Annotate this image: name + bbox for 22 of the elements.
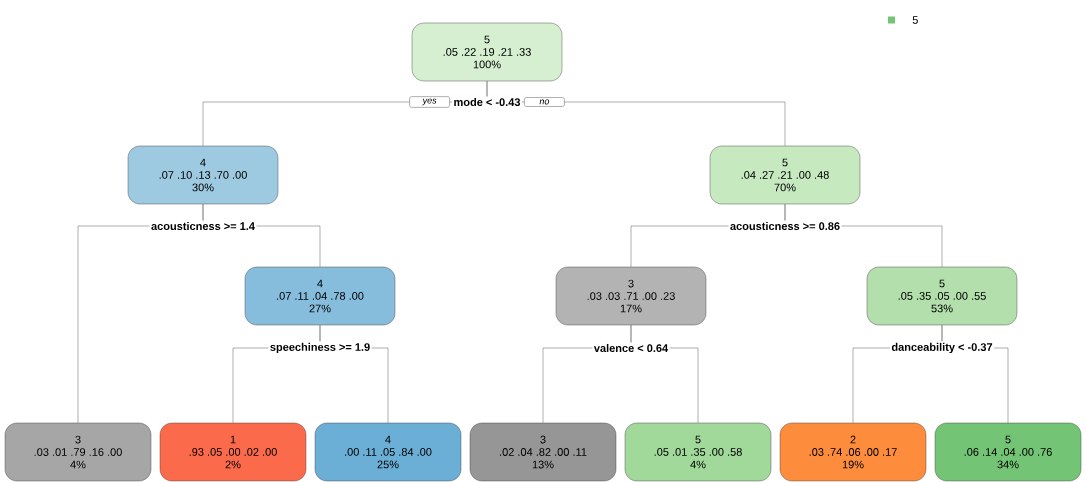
- tree-node-box: 3 .03 .01 .79 .16 .00 4%: [4, 422, 152, 482]
- split-label: speechiness >= 1.9: [268, 341, 372, 355]
- tree-node-box: 5 .04 .27 .21 .00 .48 70%: [709, 145, 861, 205]
- split-label: acousticness >= 0.86: [728, 220, 842, 232]
- tree-node-box: 2 .03 .74 .06 .00 .17 19%: [779, 422, 927, 482]
- tree-node-box: 4 .00 .11 .05 .84 .00 25%: [314, 422, 462, 482]
- split-label: valence < 0.64: [592, 342, 670, 354]
- tree-node-box: 5 .05 .35 .05 .00 .55 53%: [866, 266, 1018, 326]
- tree-node-box: 5 .06 .14 .04 .00 .76 34%: [934, 422, 1082, 482]
- tree-node-box: 3 .02 .04 .82 .00 .11 13%: [469, 422, 617, 482]
- split-label: acousticness >= 1.4: [149, 220, 257, 232]
- legend-label: 5: [912, 16, 918, 24]
- edge-label: no: [524, 97, 565, 107]
- tree-node-box: 3 .03 .03 .71 .00 .23 17%: [555, 266, 707, 326]
- split-label: mode < -0.43: [452, 96, 522, 108]
- edge-label: yes: [409, 96, 450, 108]
- tree-node-box: 4 .07 .10 .13 .70 .00 30%: [127, 145, 279, 205]
- tree-node-box: 5 .05 .01 .35 .00 .58 4%: [624, 422, 772, 482]
- tree-node-box: 4 .07 .11 .04 .78 .00 27%: [244, 266, 396, 326]
- tree-node-box: 1 .93 .05 .00 .02 .00 2%: [159, 422, 307, 482]
- tree-node-box: 5 .05 .22 .19 .21 .33 100%: [411, 22, 563, 82]
- split-label: danceability < -0.37: [889, 341, 995, 355]
